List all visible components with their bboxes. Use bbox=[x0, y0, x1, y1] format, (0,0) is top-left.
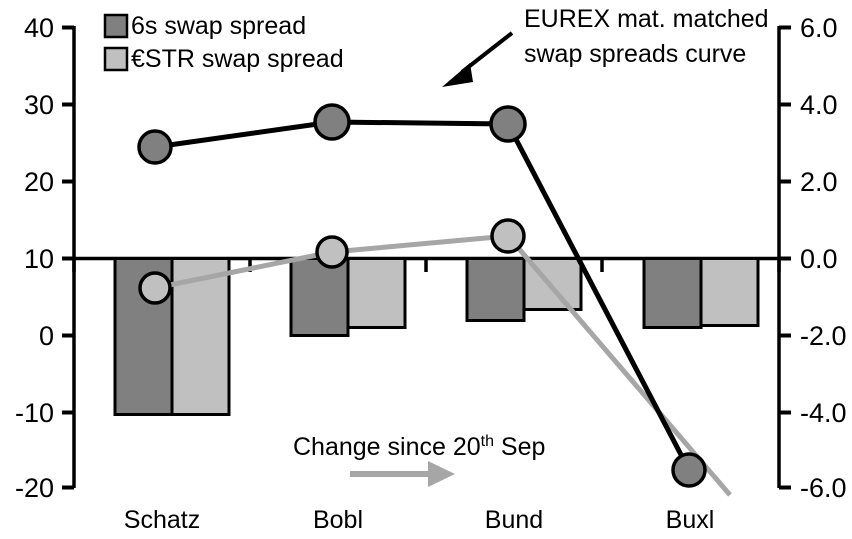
right-axis-tick-labels: 6.0 4.0 2.0 0.0 -2.0 -4.0 -6.0 bbox=[800, 13, 847, 503]
right-tick-label-6: 6.0 bbox=[800, 13, 838, 43]
marker-change-bund bbox=[490, 218, 526, 254]
left-tick-label-40: 40 bbox=[24, 13, 54, 43]
category-label-schatz: Schatz bbox=[124, 506, 200, 534]
right-tick-label-0: 0.0 bbox=[800, 244, 838, 274]
marker-eurex-bobl bbox=[313, 103, 351, 141]
right-tick-label-2: 2.0 bbox=[800, 167, 838, 197]
right-tick-label-neg2: -2.0 bbox=[800, 321, 847, 351]
marker-change-bobl bbox=[315, 235, 349, 269]
right-tick-label-4: 4.0 bbox=[800, 90, 838, 120]
marker-eurex-bund bbox=[489, 105, 527, 143]
left-tick-label-0: 0 bbox=[39, 321, 54, 351]
bar-bobl-6s bbox=[289, 257, 350, 337]
left-tick-label-neg20: -20 bbox=[15, 473, 54, 503]
marker-eurex-buxl bbox=[671, 452, 707, 488]
legend-swatch-estr bbox=[103, 46, 129, 72]
legend-swatch-6s bbox=[103, 13, 129, 39]
bar-group-schatz bbox=[113, 257, 231, 416]
right-tick-label-neg4: -4.0 bbox=[800, 398, 847, 428]
change-since-markers bbox=[138, 218, 526, 305]
eurex-curve-annotation: EUREX mat. matched swap spreads curve bbox=[442, 5, 769, 87]
bar-bund-6s bbox=[465, 257, 526, 322]
category-label-bobl: Bobl bbox=[313, 506, 363, 534]
change-since-annotation: Change since 20th Sep bbox=[293, 433, 545, 487]
right-axis bbox=[777, 25, 791, 490]
bar-bobl-estr bbox=[346, 257, 407, 329]
marker-change-schatz bbox=[138, 271, 172, 305]
eurex-curve-line bbox=[154, 119, 692, 472]
category-label-buxl: Buxl bbox=[666, 506, 715, 534]
change-since-arrow-icon bbox=[350, 461, 455, 487]
left-tick-label-neg10: -10 bbox=[15, 398, 54, 428]
legend-label-6s: 6s swap spread bbox=[131, 12, 306, 40]
bar-buxl-estr bbox=[699, 257, 760, 327]
legend: 6s swap spread €STR swap spread bbox=[103, 12, 344, 73]
left-axis bbox=[62, 25, 76, 490]
eurex-annotation-arrow-icon bbox=[442, 31, 514, 87]
right-tick-label-neg6: -6.0 bbox=[800, 473, 847, 503]
change-since-line bbox=[154, 233, 732, 497]
left-axis-tick-labels: 40 30 20 10 0 -10 -20 bbox=[15, 13, 54, 503]
legend-label-estr: €STR swap spread bbox=[131, 45, 344, 73]
marker-eurex-schatz bbox=[137, 129, 173, 165]
bar-group-buxl bbox=[642, 257, 760, 329]
change-since-label: Change since 20th Sep bbox=[293, 433, 545, 461]
left-tick-label-30: 30 bbox=[24, 90, 54, 120]
category-label-bund: Bund bbox=[485, 506, 543, 534]
left-tick-label-10: 10 bbox=[24, 244, 54, 274]
eurex-annotation-line1: EUREX mat. matched bbox=[524, 5, 769, 33]
eurex-curve-markers bbox=[137, 103, 707, 488]
bar-group-bobl bbox=[289, 257, 407, 337]
bar-buxl-6s bbox=[642, 257, 703, 329]
x-axis-category-labels: Schatz Bobl Bund Buxl bbox=[124, 506, 715, 534]
eurex-annotation-line2: swap spreads curve bbox=[524, 40, 746, 68]
left-tick-label-20: 20 bbox=[24, 167, 54, 197]
bar-group-bund bbox=[465, 257, 583, 322]
